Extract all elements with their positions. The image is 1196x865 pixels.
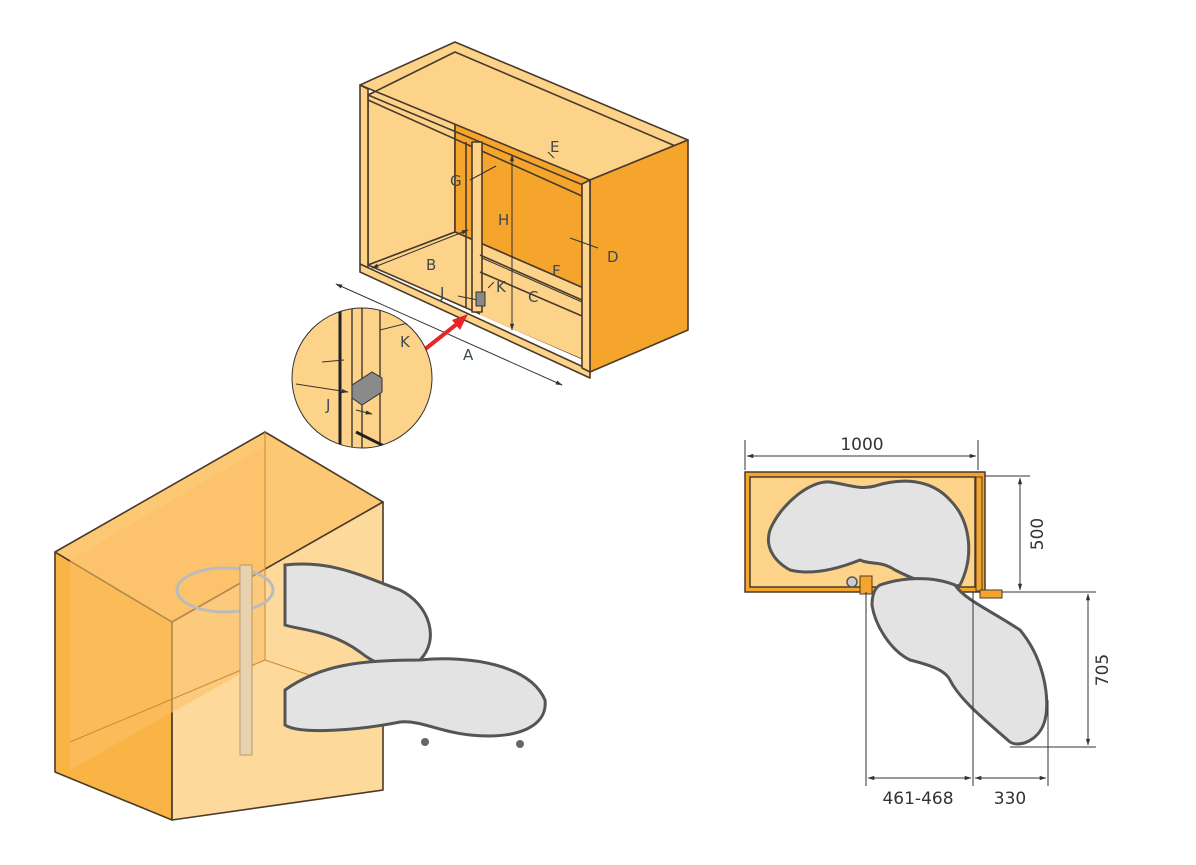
label-a: A bbox=[463, 346, 474, 364]
bracket-detail-icon bbox=[351, 371, 383, 406]
dim-width: 1000 bbox=[840, 435, 883, 455]
dim-tray-width: 330 bbox=[994, 789, 1026, 809]
label-b: B bbox=[426, 256, 436, 274]
detail-label-j: J bbox=[325, 396, 330, 414]
label-e: E bbox=[550, 138, 559, 156]
plan-tray-front bbox=[870, 577, 1049, 746]
label-d: D bbox=[607, 248, 619, 266]
label-f: F bbox=[552, 262, 561, 280]
lower-tray bbox=[283, 657, 547, 738]
detail-arrow bbox=[422, 318, 464, 352]
corner-cabinet-drawing: E G H D B F J K C A bbox=[335, 41, 689, 386]
label-h: H bbox=[498, 211, 509, 229]
dim-extension: 705 bbox=[1093, 654, 1113, 686]
plan-view-drawing: 1000 500 705 461-468 330 bbox=[744, 435, 1113, 809]
label-j: J bbox=[439, 284, 444, 302]
dim-depth: 500 bbox=[1028, 518, 1048, 550]
label-g: G bbox=[450, 172, 462, 190]
label-k: K bbox=[496, 278, 507, 296]
label-c: C bbox=[528, 288, 538, 306]
cabinet-with-trays-drawing bbox=[54, 431, 547, 821]
detail-label-k: K bbox=[400, 333, 411, 351]
dim-offset: 461-468 bbox=[882, 789, 953, 809]
pivot-icon bbox=[846, 576, 858, 588]
bracket-icon bbox=[475, 291, 486, 307]
detail-magnifier: K J bbox=[291, 307, 433, 449]
plan-tray-back bbox=[766, 479, 971, 589]
